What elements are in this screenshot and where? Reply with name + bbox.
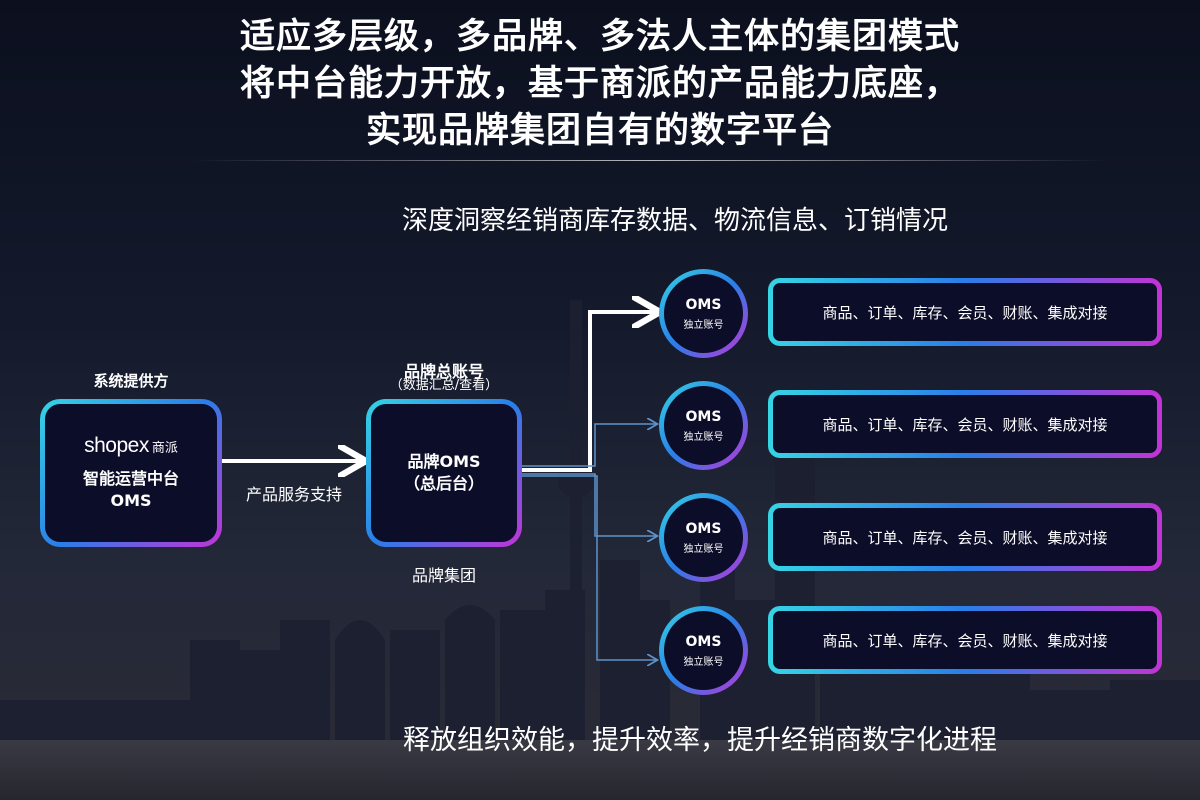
capability-box-2: 商品、订单、库存、会员、财账、集成对接 [768, 390, 1162, 458]
headline-line-3: 实现品牌集团自有的数字平台 [365, 111, 834, 151]
subtitle: 深度洞察经销商库存数据、物流信息、订销情况 [401, 206, 948, 236]
oms-node-title: OMS [685, 520, 722, 537]
capability-box-4: 商品、订单、库存、会员、财账、集成对接 [768, 606, 1162, 674]
oms-node-sub: 独立账号 [683, 431, 724, 443]
shopex-logo: shopex 商派 [84, 434, 178, 458]
capability-box-1: 商品、订单、库存、会员、财账、集成对接 [768, 278, 1162, 346]
oms-node-sub: 独立账号 [683, 319, 724, 331]
provider-label: 系统提供方 [93, 372, 169, 390]
brand-oms-box: 品牌OMS （总后台） [366, 399, 522, 547]
oms-node-title: OMS [685, 633, 722, 650]
brand-account-label: 品牌总账号 [403, 362, 484, 381]
oms-node-sub: 独立账号 [683, 656, 724, 668]
oms-node-2: OMS 独立账号 [659, 381, 748, 470]
brand-group-label: 品牌集团 [411, 566, 476, 585]
provider-name: 智能运营中台 [82, 469, 179, 488]
headline: 适应多层级，多品牌、多法人主体的集团模式 将中台能力开放，基于商派的产品能力底座… [0, 14, 1200, 155]
oms-node-4: OMS 独立账号 [659, 606, 748, 695]
support-label: 产品服务支持 [245, 485, 342, 504]
oms-node-sub: 独立账号 [683, 543, 724, 555]
capability-box-3: 商品、订单、库存、会员、财账、集成对接 [768, 503, 1162, 571]
provider-box: shopex 商派 智能运营中台 OMS [40, 399, 222, 547]
oms-node-1: OMS 独立账号 [659, 269, 748, 358]
headline-line-2: 将中台能力开放，基于商派的产品能力底座， [239, 64, 960, 104]
oms-node-title: OMS [685, 296, 722, 313]
oms-node-3: OMS 独立账号 [659, 493, 748, 582]
footer-slogan: 释放组织效能，提升效率，提升经销商数字化进程 [403, 725, 997, 756]
brand-oms-sub: （总后台） [403, 474, 484, 493]
brand-account-note: （数据汇总/查看） [389, 378, 499, 393]
logo-text: shopex [84, 434, 149, 457]
oms-node-title: OMS [685, 408, 722, 425]
headline-divider [190, 160, 1110, 161]
headline-line-1: 适应多层级，多品牌、多法人主体的集团模式 [239, 17, 960, 57]
logo-cn-text: 商派 [151, 441, 178, 456]
provider-product: OMS [110, 491, 152, 510]
brand-oms-name: 品牌OMS [407, 452, 481, 471]
